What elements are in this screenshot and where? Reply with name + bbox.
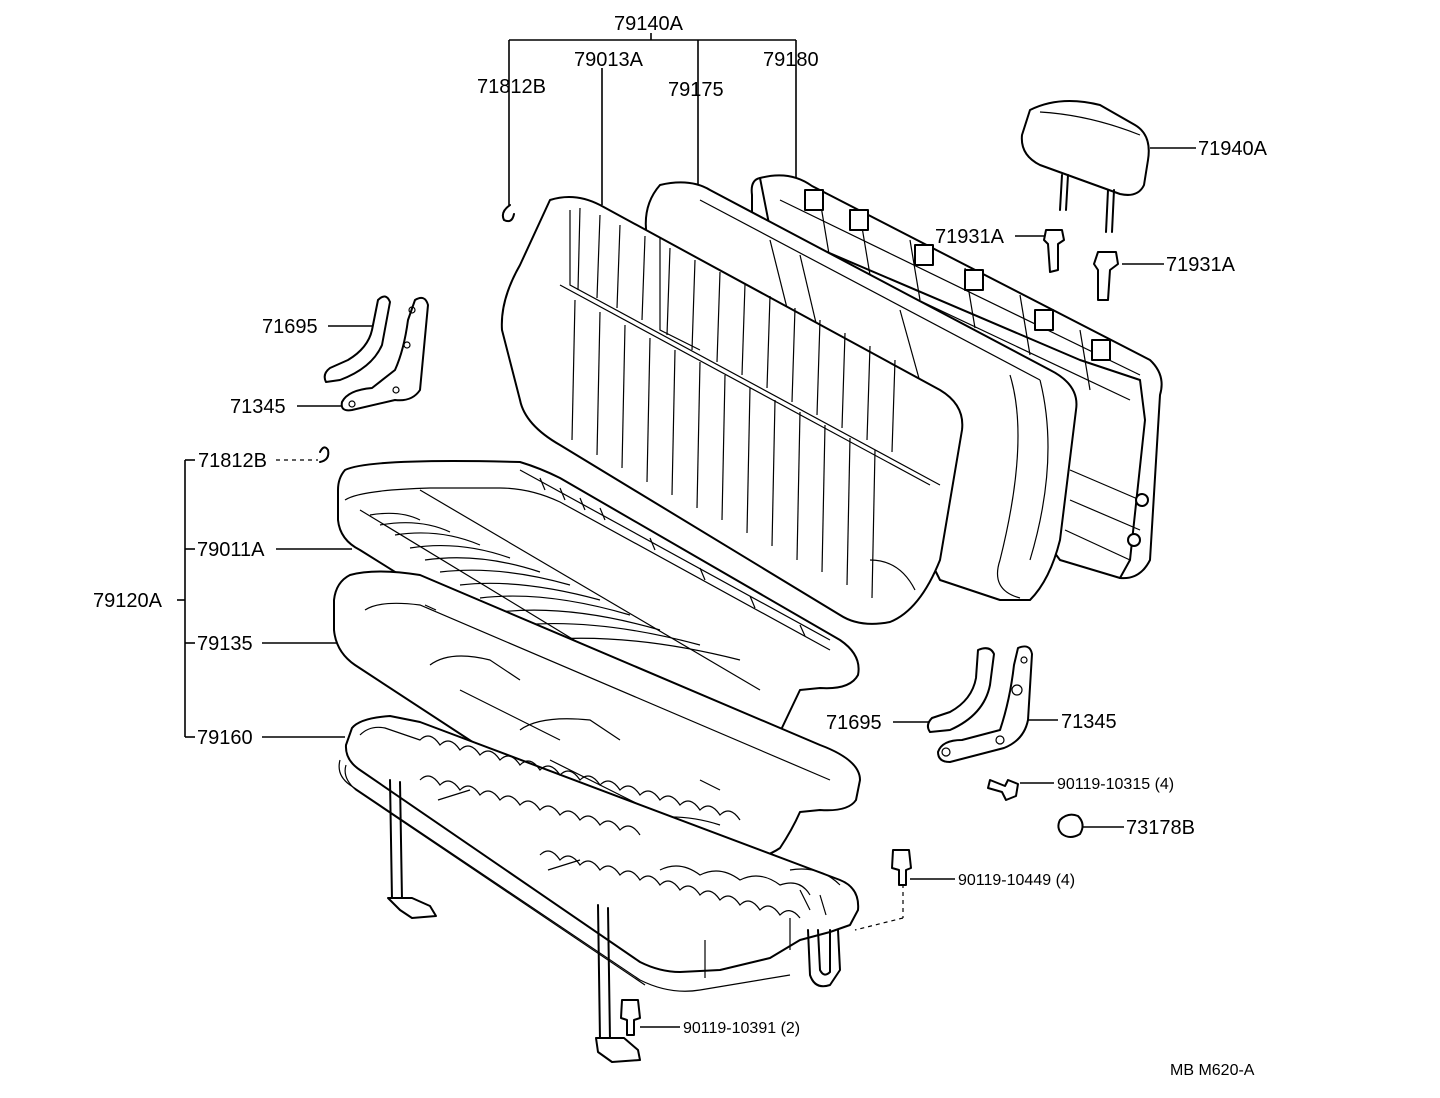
part-labels: 79140A 79013A 79180 71812B 79175 71940A … <box>93 13 1268 1079</box>
label-71345-left: 71345 <box>230 396 286 418</box>
headrest-support-right <box>1093 251 1119 301</box>
cap-73178b <box>1057 813 1084 838</box>
seat-back-cover <box>500 195 964 625</box>
label-71931a-right: 71931A <box>1166 254 1236 276</box>
label-79160: 79160 <box>197 727 253 749</box>
hinge-cover-right <box>926 647 995 733</box>
label-71695-left: 71695 <box>262 316 318 338</box>
reference-code: MB M620-A <box>1170 1062 1255 1079</box>
label-90119-10449: 90119-10449 (4) <box>958 872 1075 889</box>
label-79120a: 79120A <box>93 590 163 612</box>
label-79013a: 79013A <box>574 49 644 71</box>
seat-cushion-cover <box>337 460 860 746</box>
label-71940a: 71940A <box>1198 138 1268 160</box>
label-71345-right: 71345 <box>1061 711 1117 733</box>
label-71695-right: 71695 <box>826 712 882 734</box>
seat-cushion-pad <box>333 570 861 863</box>
bolt-90119-10391 <box>620 999 641 1036</box>
label-71931a-left: 71931A <box>935 226 1005 248</box>
label-79011a: 79011A <box>197 539 265 561</box>
headrest-support-left <box>1043 229 1065 273</box>
label-79135: 79135 <box>197 633 253 655</box>
label-90119-10391: 90119-10391 (2) <box>683 1020 800 1037</box>
hinge-bracket-left <box>340 296 429 412</box>
label-73178b: 73178B <box>1126 817 1195 839</box>
bolt-90119-10449 <box>891 849 912 886</box>
hinge-bracket-right <box>937 645 1033 763</box>
clip-71812b-mid <box>319 446 330 463</box>
label-79175: 79175 <box>668 79 724 101</box>
seat-frame <box>338 715 860 1063</box>
label-71812b-top: 71812B <box>477 76 546 98</box>
headrest <box>1020 100 1150 233</box>
clip-71812b-top <box>501 204 515 223</box>
label-79180: 79180 <box>763 49 819 71</box>
leader-lines <box>177 33 1196 1028</box>
label-90119-10315: 90119-10315 (4) <box>1057 776 1174 793</box>
hinge-cover-left <box>323 295 391 383</box>
label-79140a: 79140A <box>614 13 684 35</box>
label-71812b-mid: 71812B <box>198 450 267 472</box>
bolt-90119-10315 <box>987 779 1019 801</box>
